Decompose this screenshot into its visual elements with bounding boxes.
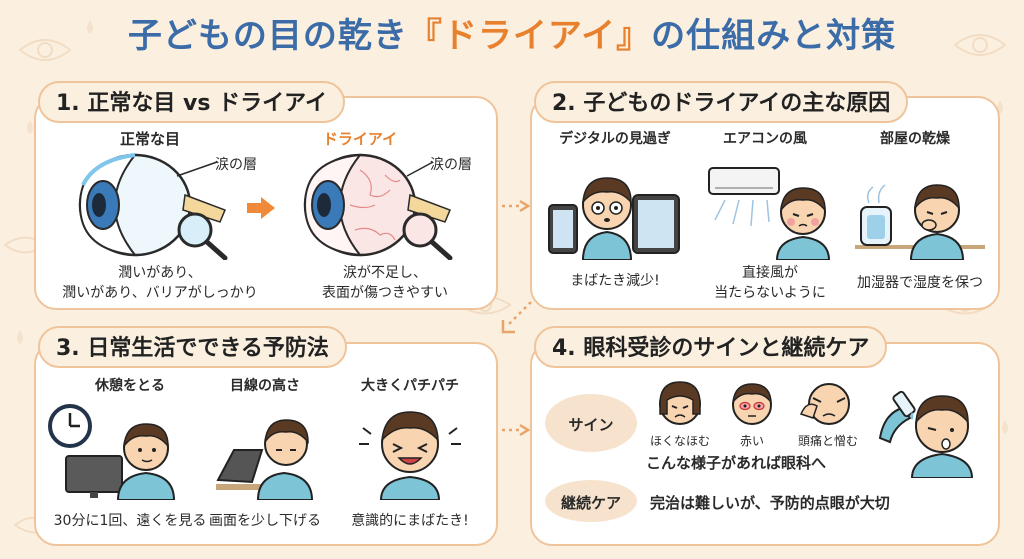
rubbing-eyes-child-icon <box>659 381 701 425</box>
panel4-title: 4. 眼科受診のサインと継続ケア <box>534 326 888 368</box>
cause2-caption-line1: 直接風が <box>742 265 798 281</box>
red-eyes-child-icon <box>731 383 772 425</box>
air-conditioner-illustration <box>708 167 831 260</box>
dry-caption-line1: 涙が不足し、 <box>343 265 427 281</box>
tip3-title: 大きくパチパチ <box>361 378 459 394</box>
normal-caption-line1: 潤いがあり、 <box>118 265 202 281</box>
normal-eye-illustration <box>78 153 228 260</box>
sign3-label: 頭痛と憎む <box>797 434 858 448</box>
cause1-title: デジタルの見過ぎ <box>559 131 671 147</box>
panel1-title: 1. 正常な目 vs ドライアイ <box>38 81 345 123</box>
connector-arrow-2 <box>501 301 532 334</box>
tear-layer-pointer-1 <box>176 161 218 177</box>
headache-child-icon <box>799 383 850 425</box>
panel3-title: 3. 日常生活でできる予防法 <box>38 326 347 368</box>
tip2-title: 目線の高さ <box>230 378 300 394</box>
panel2-title: 2. 子どものドライアイの主な原因 <box>534 81 909 123</box>
connector-arrow-3 <box>502 423 530 437</box>
care-text: 完治は難しいが、予防的点眼が大切 <box>650 494 890 512</box>
sign-label-background <box>545 394 637 452</box>
eye-drops-child-illustration <box>878 390 974 478</box>
normal-eye-label: 正常な目 <box>119 130 180 148</box>
cause2-caption-line2: 当たらないように <box>714 285 826 301</box>
cause3-caption: 加湿器で湿度を保つ <box>857 275 983 291</box>
sign-caption: こんな様子があれば眼科へ <box>646 454 827 472</box>
eye-level-illustration <box>216 419 314 500</box>
sign2-label: 赤い <box>739 434 764 448</box>
rest-with-clock-illustration <box>48 404 176 500</box>
cause2-title: エアコンの風 <box>723 131 807 147</box>
child-with-tablets-illustration <box>548 177 680 260</box>
dry-eye-illustration <box>303 153 453 260</box>
tip1-title: 休憩をとる <box>95 378 165 394</box>
dry-eye-label: ドライアイ <box>322 130 398 148</box>
humidifier-child-illustration <box>855 184 985 260</box>
cause3-title: 部屋の乾燥 <box>880 131 950 147</box>
sign1-label: ほくなほむ <box>649 434 710 448</box>
cause1-caption: まばたき減少! <box>570 273 660 289</box>
connector-arrow-1 <box>502 199 530 213</box>
tear-layer-label-1: 涙の層 <box>215 157 257 173</box>
tip3-caption: 意識的にまばたき! <box>351 513 469 529</box>
title-accent: 『ドライアイ』 <box>407 16 652 56</box>
arrow-right-icon <box>247 197 275 219</box>
tip1-caption: 30分に1回、遠くを見る <box>53 513 207 529</box>
tip2-caption: 画面を少し下げる <box>209 513 321 529</box>
tear-layer-pointer-2 <box>406 161 434 177</box>
blinking-child-illustration <box>359 411 461 500</box>
normal-caption-line2: 潤いがあり、バリアがしっかり <box>62 285 258 301</box>
sign-label: サイン <box>568 416 614 434</box>
dry-caption-line2: 表面が傷つきやすい <box>322 285 448 301</box>
care-label-background <box>545 480 637 522</box>
page-title: 子どもの目の乾き『ドライアイ』の仕組みと対策 <box>127 16 897 56</box>
tear-layer-label-2: 涙の層 <box>430 157 472 173</box>
care-label: 継続ケア <box>560 494 621 512</box>
